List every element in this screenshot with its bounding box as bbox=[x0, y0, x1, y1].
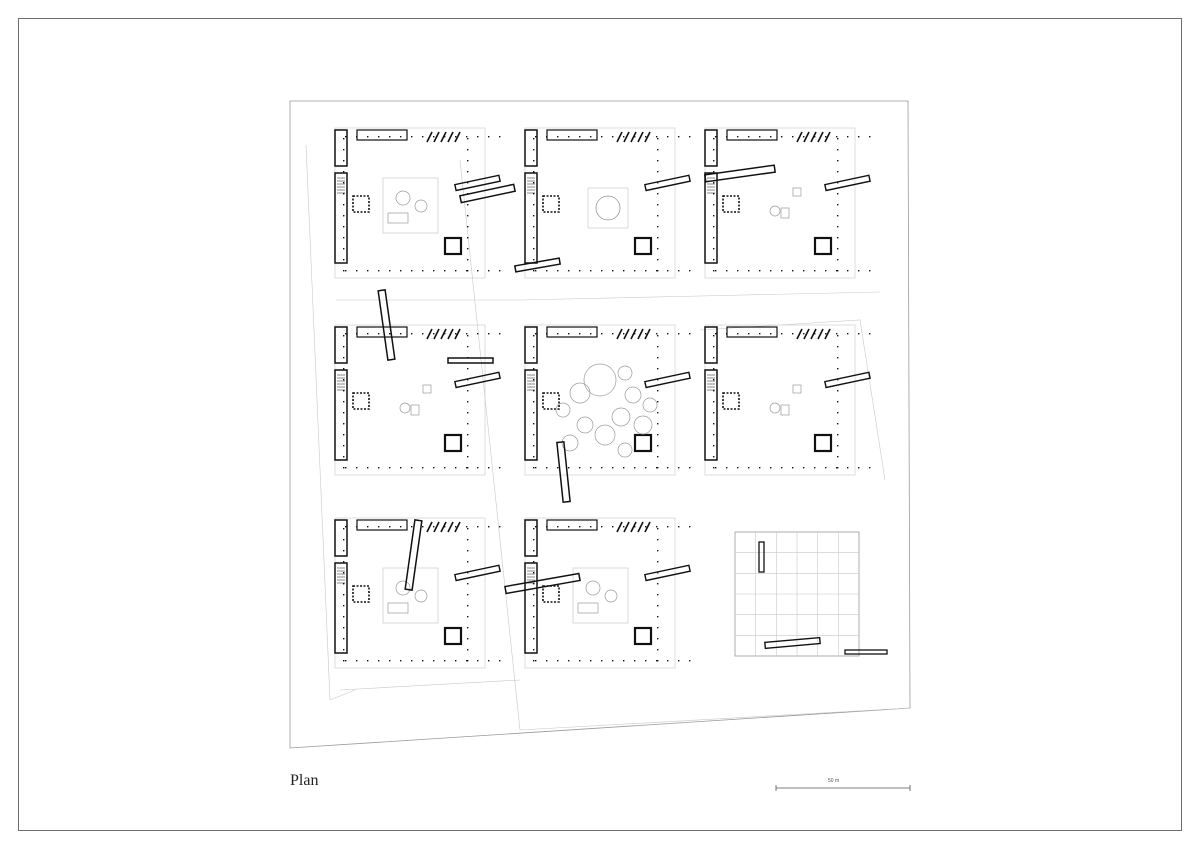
connector-bar bbox=[404, 519, 423, 591]
building-blocks bbox=[334, 127, 871, 669]
block-top-left bbox=[334, 127, 501, 279]
plan-title: Plan bbox=[290, 772, 319, 789]
scale-bar-label: 50 m bbox=[828, 778, 840, 784]
drawing-sheet-frame bbox=[18, 18, 1182, 831]
block-middle-right bbox=[704, 324, 871, 476]
connector-bar bbox=[504, 572, 581, 595]
block-middle-left bbox=[334, 324, 501, 476]
block-top-right bbox=[704, 127, 871, 279]
block-center-courtyard bbox=[524, 324, 691, 476]
block-bottom-center bbox=[524, 517, 691, 669]
scale-bar bbox=[775, 785, 911, 791]
connector-bar bbox=[458, 183, 517, 204]
connector-bar bbox=[377, 289, 396, 361]
block-bottom-right-grid bbox=[734, 531, 888, 657]
connector-bar bbox=[513, 257, 562, 273]
block-bottom-left bbox=[334, 517, 501, 669]
block-top-center bbox=[524, 127, 691, 279]
connector-bar bbox=[704, 164, 776, 183]
open-grid-block bbox=[734, 531, 888, 657]
connector-bar bbox=[447, 357, 494, 364]
connector-bar bbox=[556, 440, 571, 504]
